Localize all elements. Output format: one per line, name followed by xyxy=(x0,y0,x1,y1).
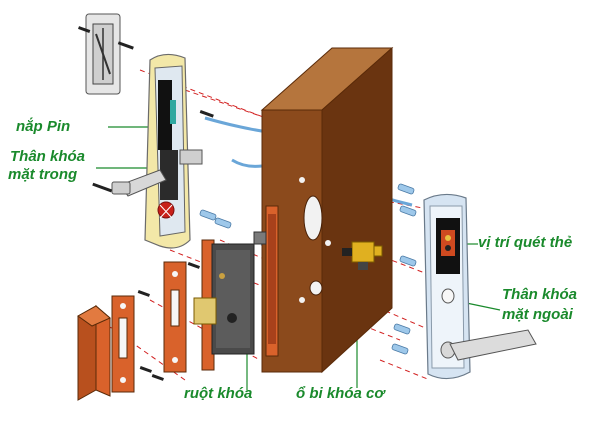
label-lock-core: ruột khóa xyxy=(184,385,253,402)
outer-lock-body xyxy=(423,193,537,380)
inner-lock-body xyxy=(111,53,203,249)
mechanical-cylinder xyxy=(342,241,383,270)
strike-box xyxy=(77,304,111,401)
screws-inner xyxy=(92,110,214,193)
label-outer-body-line1: Thân khóa xyxy=(502,286,578,303)
label-mechanical-cylinder: ổ bi khóa cơ xyxy=(296,385,385,402)
door-block xyxy=(260,46,394,374)
spacer-bolts xyxy=(199,183,417,355)
battery-cover-plate xyxy=(85,13,121,95)
screws-strike xyxy=(137,262,200,381)
screws-top xyxy=(78,26,134,50)
label-outer-body-line2: mặt ngoài xyxy=(502,306,573,323)
left-strike-plate xyxy=(111,295,135,393)
label-inner-body-line1: Thân khóa xyxy=(10,148,86,165)
middle-strike-plate xyxy=(163,261,187,373)
label-card-position: vị trí quét thẻ xyxy=(478,234,573,251)
label-inner-body-line2: mặt trong xyxy=(8,166,78,183)
label-battery-cover: nắp Pin xyxy=(16,118,71,135)
lock-core xyxy=(193,231,267,371)
